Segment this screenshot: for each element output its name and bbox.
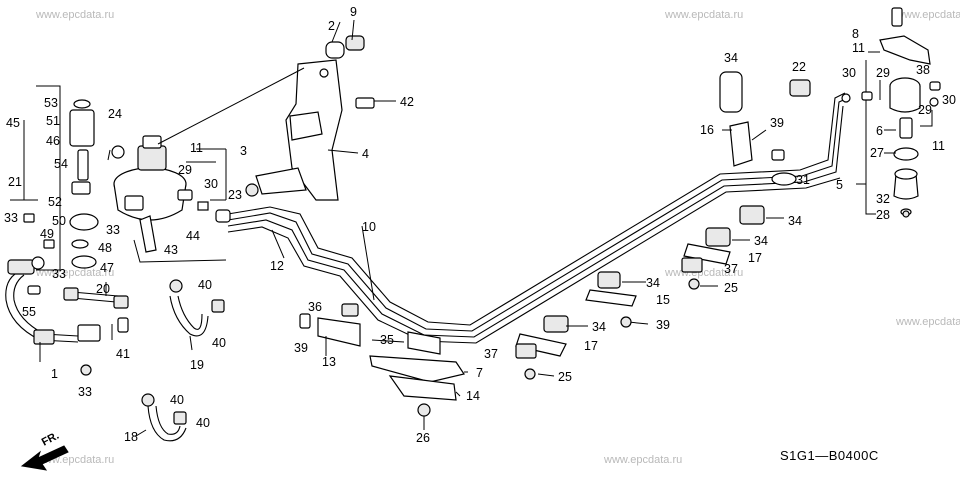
diagram-code: S1G1—B0400C (780, 448, 879, 463)
callout-28: 28 (876, 208, 890, 222)
callout-12: 12 (270, 259, 284, 273)
callout-39a: 39 (770, 116, 784, 130)
callout-50: 50 (52, 214, 66, 228)
callout-39c: 39 (656, 318, 670, 332)
front-direction-arrow: FR. (20, 430, 69, 471)
callout-14: 14 (466, 389, 480, 403)
callout-24: 24 (108, 107, 122, 121)
callout-7: 7 (476, 366, 483, 380)
callout-31: 31 (796, 173, 810, 187)
callout-55: 55 (22, 305, 36, 319)
callout-34a: 34 (724, 51, 738, 65)
callout-30c: 30 (942, 93, 956, 107)
callout-29c: 29 (918, 103, 932, 117)
callout-25b: 25 (558, 370, 572, 384)
callout-38: 38 (916, 63, 930, 77)
callout-26: 26 (416, 431, 430, 445)
callout-29a: 29 (178, 163, 192, 177)
callout-17a: 17 (748, 251, 762, 265)
callout-34b: 34 (788, 214, 802, 228)
callout-17b: 17 (584, 339, 598, 353)
bolt-42 (355, 97, 375, 109)
callout-11c: 11 (932, 139, 945, 153)
watermark: www.epcdata.ru (604, 454, 683, 466)
callout-34c: 34 (754, 234, 768, 248)
callout-34e: 34 (592, 320, 606, 334)
callout-47: 47 (100, 261, 114, 275)
callout-40b: 40 (212, 336, 226, 350)
callout-6: 6 (876, 124, 883, 138)
fuel-line-tubes (227, 92, 849, 344)
callout-53: 53 (44, 96, 58, 110)
callout-35: 35 (380, 333, 394, 347)
callout-52: 52 (48, 195, 62, 209)
watermark: www.epcdata.ru (665, 9, 744, 21)
callout-34d: 34 (646, 276, 660, 290)
callout-33b: 33 (106, 223, 120, 237)
callout-37b: 37 (484, 347, 498, 361)
callout-54: 54 (54, 157, 68, 171)
injector-detail (69, 99, 99, 269)
direction-label: FR. (40, 430, 61, 449)
watermark: www.epcdata.ru (896, 9, 960, 21)
callout-51: 51 (46, 114, 60, 128)
callout-2: 2 (328, 19, 335, 33)
callout-42: 42 (400, 95, 414, 109)
callout-5: 5 (836, 178, 843, 192)
callout-46: 46 (46, 134, 60, 148)
callout-44: 44 (186, 229, 200, 243)
watermark: www.epcdata.ru (896, 316, 960, 328)
callout-45: 45 (6, 116, 20, 130)
callout-29b: 29 (876, 66, 890, 80)
callout-37a: 37 (724, 262, 738, 276)
callout-20: 20 (96, 282, 110, 296)
clamps (515, 71, 811, 359)
callout-30a: 30 (204, 177, 218, 191)
pressure-regulator (113, 135, 231, 253)
callout-1: 1 (51, 367, 58, 381)
callout-13: 13 (322, 355, 336, 369)
callout-23: 23 (228, 188, 242, 202)
callout-33c: 33 (52, 267, 66, 281)
hoses (63, 287, 209, 442)
callout-22: 22 (792, 60, 806, 74)
fasteners (23, 81, 941, 425)
callout-8: 8 (852, 27, 859, 41)
callout-40c: 40 (170, 393, 184, 407)
callout-43: 43 (164, 243, 178, 257)
callout-25a: 25 (724, 281, 738, 295)
callout-32: 32 (876, 192, 890, 206)
callout-10: 10 (362, 220, 376, 234)
callout-27: 27 (870, 146, 884, 160)
callout-21: 21 (8, 175, 22, 189)
callout-11a: 11 (190, 141, 203, 155)
callout-16: 16 (700, 123, 714, 137)
callout-19: 19 (190, 358, 204, 372)
callout-41: 41 (116, 347, 130, 361)
fuel-filter (879, 7, 931, 216)
callout-39b: 39 (294, 341, 308, 355)
callout-36: 36 (308, 300, 322, 314)
callout-labels: 1 2 3 4 5 6 7 8 9 10 11 11 11 12 13 14 1… (4, 5, 956, 445)
protectors (317, 303, 465, 401)
feed-hose (5, 259, 101, 345)
leader-lines (10, 19, 933, 437)
callout-33a: 33 (4, 211, 18, 225)
callout-40a: 40 (198, 278, 212, 292)
watermark: www.epcdata.ru (36, 9, 115, 21)
callout-3: 3 (240, 144, 247, 158)
callout-49: 49 (40, 227, 54, 241)
callout-40d: 40 (196, 416, 210, 430)
callout-48: 48 (98, 241, 112, 255)
callout-4: 4 (362, 147, 369, 161)
grommet-9 (325, 35, 365, 59)
callout-9: 9 (350, 5, 357, 19)
bracket-4 (255, 59, 343, 201)
callout-15: 15 (656, 293, 670, 307)
callout-33d: 33 (78, 385, 92, 399)
callout-18: 18 (124, 430, 138, 444)
callout-11b: 11 (852, 41, 865, 55)
callout-30b: 30 (842, 66, 856, 80)
